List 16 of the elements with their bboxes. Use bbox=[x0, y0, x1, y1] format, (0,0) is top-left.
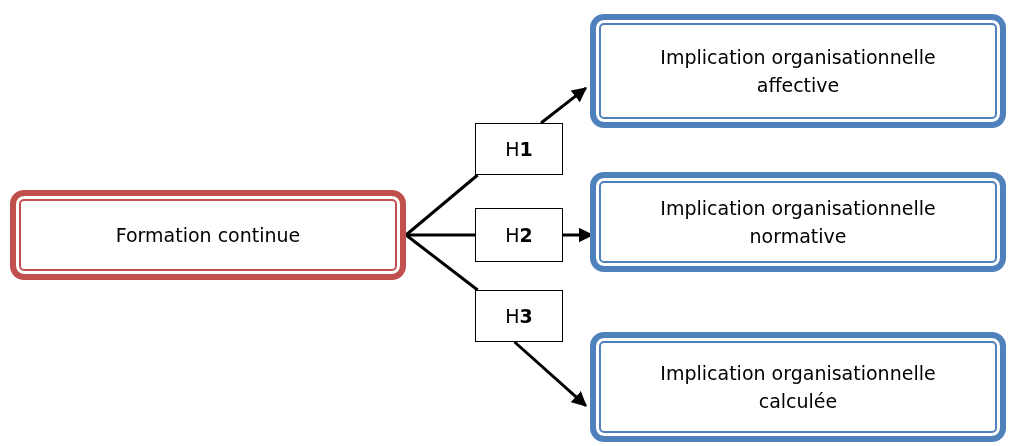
node-label: Implication organisationnelle normative bbox=[659, 195, 937, 249]
hypothesis-box bbox=[475, 208, 563, 262]
node-label: Implication organisationnelle calculée bbox=[659, 360, 937, 414]
rounded-box bbox=[10, 190, 406, 280]
node-label: H3 bbox=[505, 303, 533, 329]
node-label: H1 bbox=[505, 136, 533, 162]
hypothesis-box bbox=[475, 123, 563, 175]
node-label: Implication organisationnelle affective bbox=[659, 44, 937, 98]
arrow bbox=[513, 340, 587, 407]
node-label: Formation continue bbox=[115, 222, 301, 248]
arrow bbox=[540, 86, 587, 125]
node-label: H2 bbox=[505, 222, 533, 248]
hypothesis-box bbox=[475, 290, 563, 342]
rounded-box bbox=[590, 14, 1006, 128]
rounded-box bbox=[590, 172, 1006, 272]
rounded-box bbox=[590, 332, 1006, 442]
